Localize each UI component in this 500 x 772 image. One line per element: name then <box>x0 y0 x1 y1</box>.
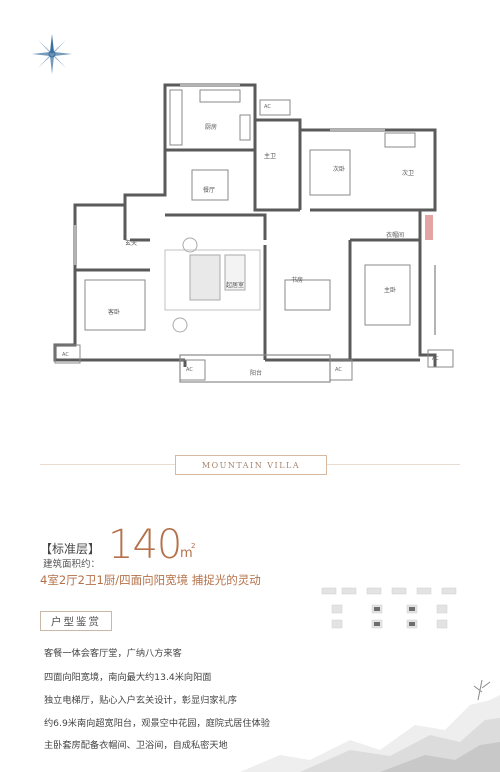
room-label-living-room: 起居室 <box>226 282 245 289</box>
appraisal-title: 户型鉴赏 <box>40 611 112 631</box>
area-unit: m <box>180 546 193 561</box>
room-label-second-bath: 次卫 <box>402 170 415 177</box>
ac-label: AC <box>335 367 342 373</box>
room-label-walk-in-closet: 衣帽间 <box>386 232 405 239</box>
room-label-balcony: 阳台 <box>250 370 263 377</box>
room-label-master-bedroom: 主卧 <box>384 287 397 294</box>
room-label-foyer: 玄关 <box>125 240 138 247</box>
banner-divider-right <box>325 464 460 465</box>
room-label-guest-bedroom: 客卧 <box>108 309 121 316</box>
feature-item: 四面向阳宽境，南向最大约13.4米向阳面 <box>44 672 212 683</box>
area-value: 140 <box>108 522 182 568</box>
feature-item: 约6.9米南向超宽阳台，观景空中花园，庭院式居住体验 <box>44 718 270 729</box>
standard-floor-label: 【标准层】 <box>40 542 101 556</box>
floor-plan <box>53 83 454 383</box>
ac-label: AC <box>264 104 271 110</box>
feature-item: 客餐一体会客厅堂，广纳八方来客 <box>44 648 182 659</box>
area-label: 建筑面积约： <box>43 559 101 570</box>
ac-label: AC <box>186 367 193 373</box>
room-label-kitchen: 厨房 <box>205 124 218 131</box>
ac-label: AC <box>62 352 69 358</box>
room-label-master-bath: 主卫 <box>264 153 277 160</box>
mountain-landscape-illustration <box>240 679 500 772</box>
unit-tagline: 4室2厅2卫1厨/四面向阳宽境 捕捉光的灵动 <box>40 573 261 587</box>
ac-label: AC <box>432 356 439 362</box>
room-label-study: 书房 <box>291 277 304 284</box>
brand-banner: MOUNTAIN VILLA <box>175 455 327 475</box>
feature-item: 独立电梯厅，贴心入户玄关设计，彰显归家礼序 <box>44 695 237 706</box>
banner-divider-left <box>40 464 175 465</box>
compass-rose-icon <box>32 34 72 74</box>
room-label-dining: 餐厅 <box>203 187 216 194</box>
feature-item: 主卧套房配备衣帽间、卫浴间，自成私密天地 <box>44 740 228 751</box>
building-key-plan <box>321 587 457 629</box>
room-label-second-bedroom: 次卧 <box>333 166 346 173</box>
area-unit-superscript: 2 <box>191 542 196 550</box>
